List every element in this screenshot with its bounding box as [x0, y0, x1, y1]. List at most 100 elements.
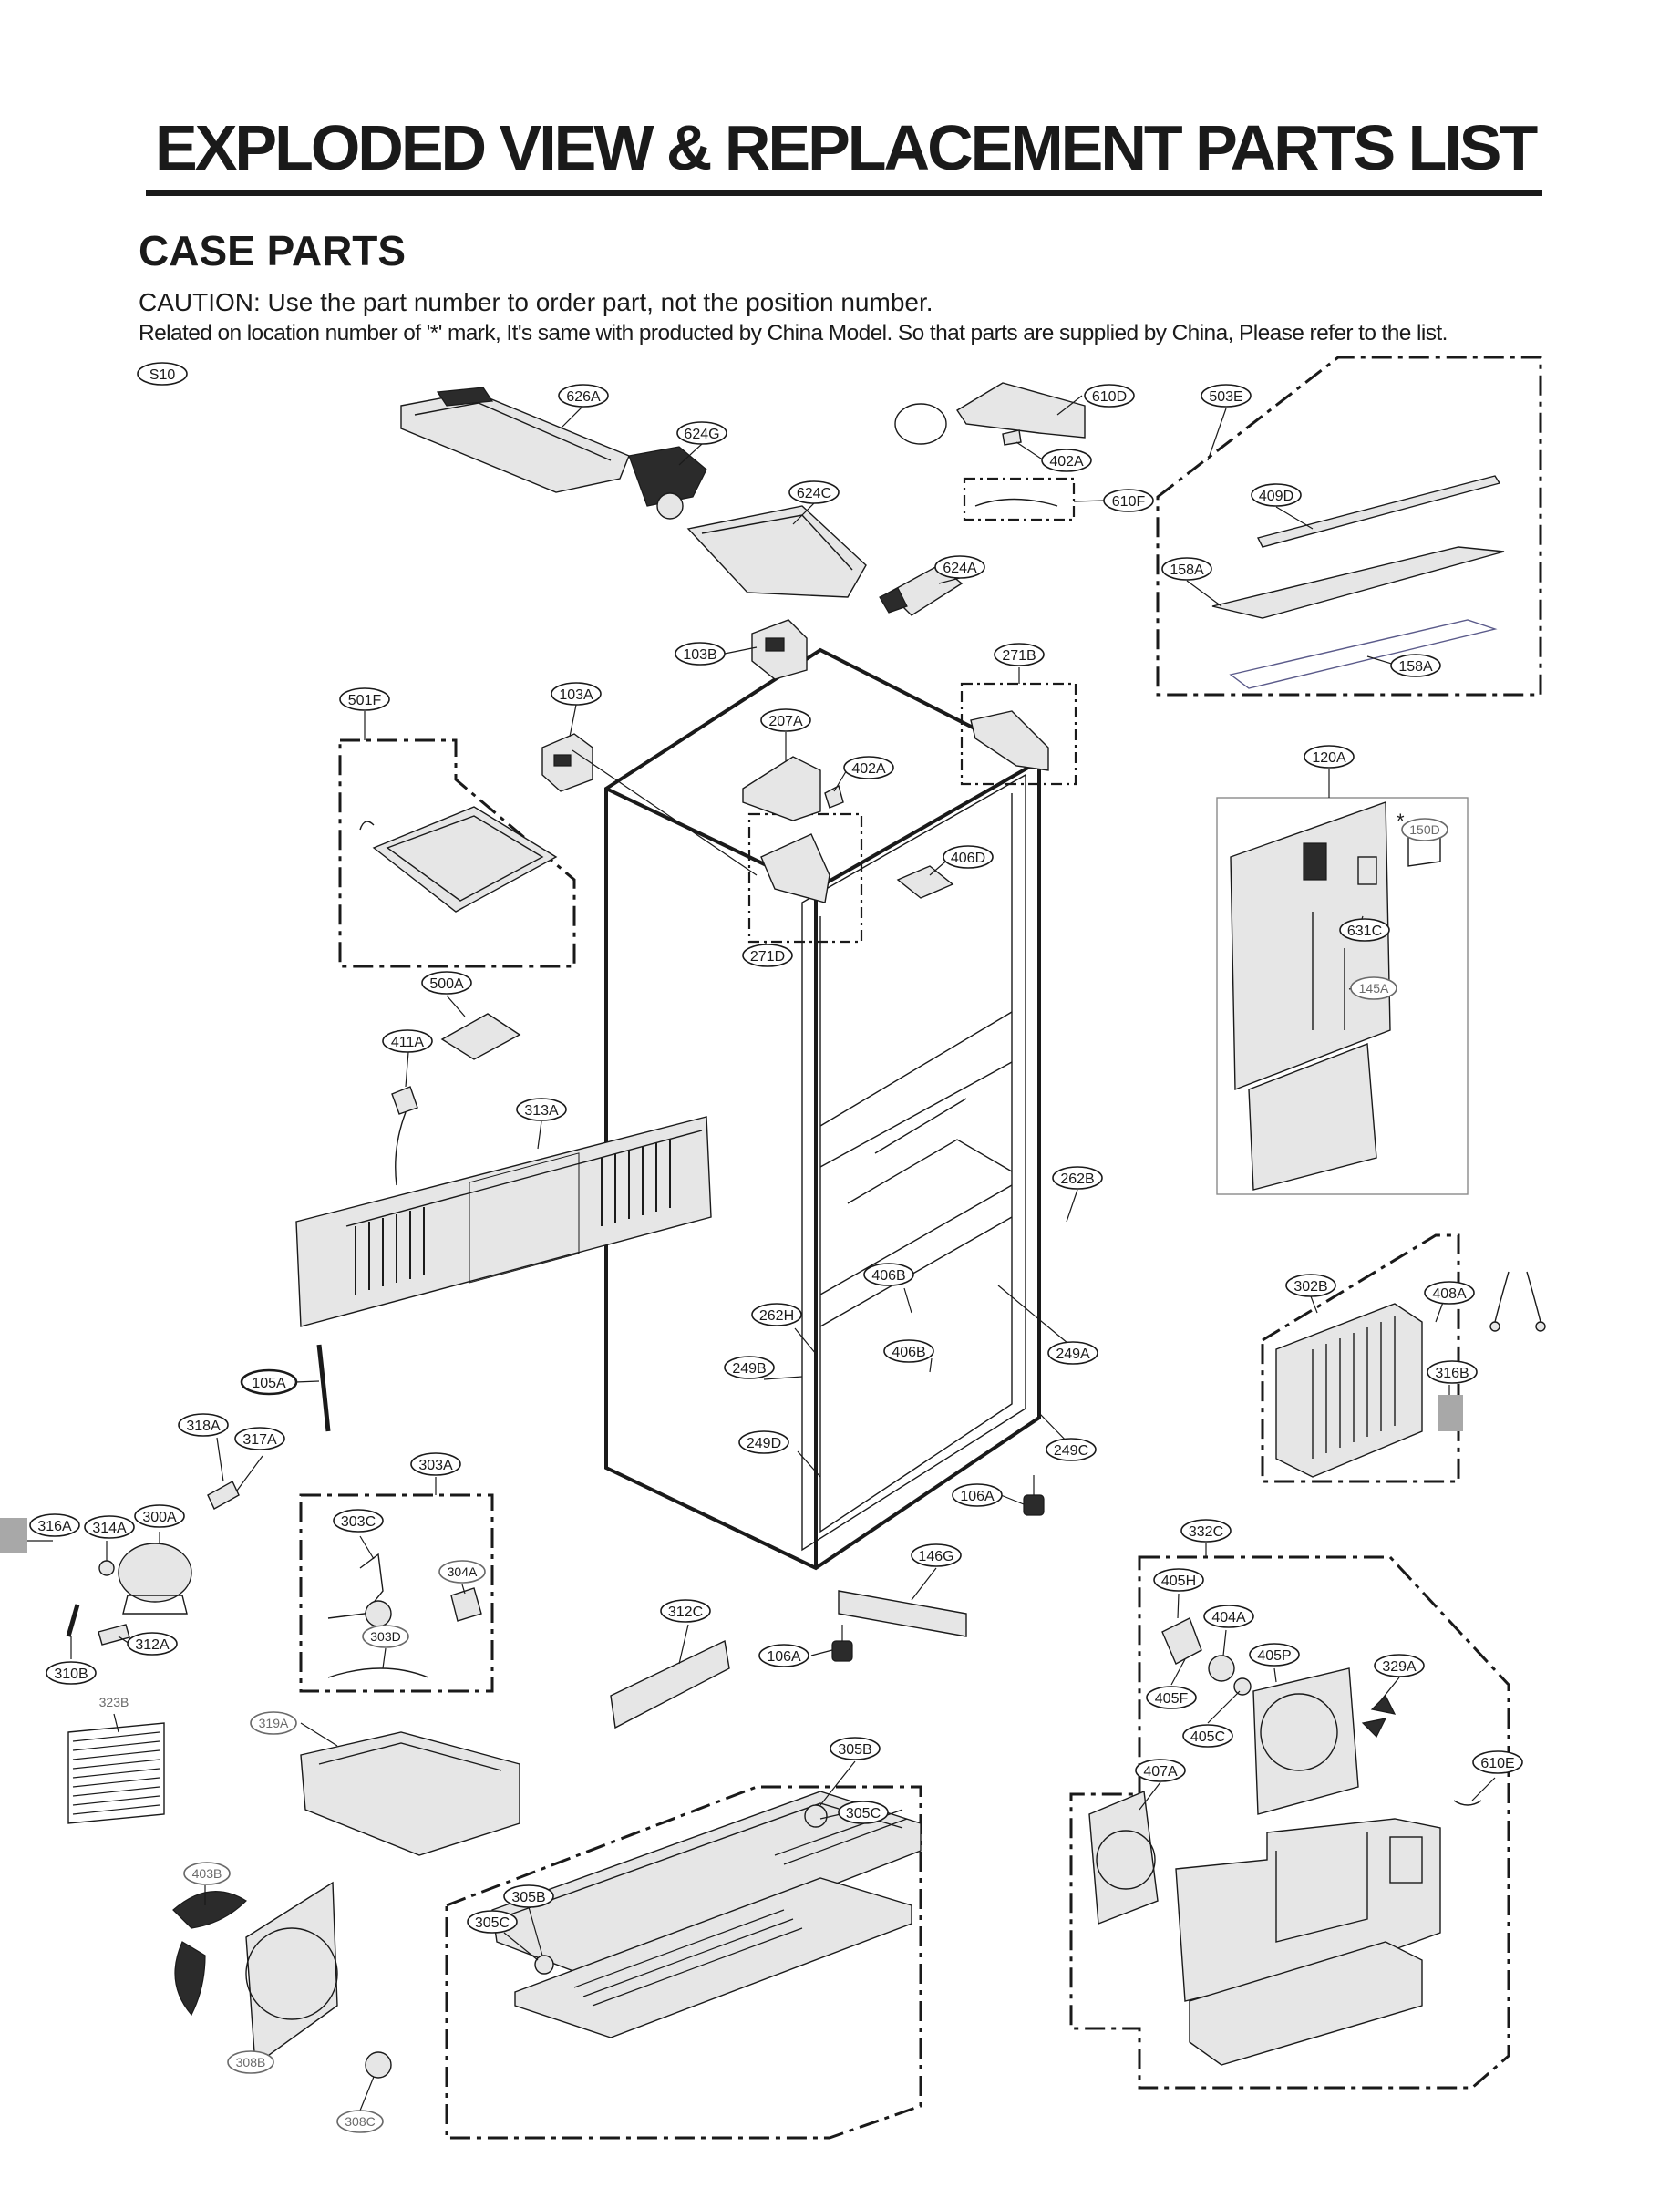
- callout-318a: 318A: [178, 1413, 229, 1437]
- callout-610f: 610F: [1103, 489, 1154, 512]
- callout-146g: 146G: [911, 1543, 962, 1567]
- svg-text:304A: 304A: [448, 1564, 478, 1579]
- svg-text:408A: 408A: [1432, 1286, 1467, 1302]
- callout-249a: 249A: [1047, 1341, 1098, 1365]
- part-610f-harness: [974, 498, 1058, 507]
- svg-text:305B: 305B: [511, 1890, 545, 1905]
- group-outline-271d: [747, 812, 863, 944]
- refrigerator-case: [604, 647, 1041, 1571]
- svg-text:303A: 303A: [418, 1458, 453, 1473]
- part-404a-motor: [1208, 1655, 1235, 1682]
- part-305-base: [491, 1791, 922, 2038]
- callout-120a: 120A: [1304, 745, 1355, 769]
- svg-text:158A: 158A: [1398, 659, 1433, 675]
- svg-text:631C: 631C: [1347, 924, 1382, 939]
- part-610d-box: [894, 382, 1086, 446]
- part-406d-bracket: [896, 865, 954, 899]
- callout-405p: 405P: [1249, 1643, 1300, 1667]
- part-106a-leveler-lower: [831, 1625, 853, 1662]
- callout-305b-2: 305B: [503, 1884, 554, 1908]
- group-outline-303a: [299, 1493, 494, 1693]
- callout-158a-1: 158A: [1161, 557, 1212, 581]
- callout-329a: 329A: [1374, 1654, 1425, 1677]
- svg-text:402A: 402A: [1049, 454, 1084, 470]
- callout-207a: 207A: [760, 708, 811, 732]
- callout-312a: 312A: [127, 1632, 178, 1656]
- part-624g-mechanism: [628, 446, 707, 520]
- callout-624g: 624G: [676, 421, 727, 445]
- svg-text:624C: 624C: [797, 486, 831, 501]
- part-624a-filter: [879, 564, 964, 616]
- callout-407a: 407A: [1135, 1759, 1186, 1782]
- part-312a-base: [98, 1624, 130, 1646]
- part-310b-pipe: [66, 1604, 80, 1637]
- svg-text:308C: 308C: [345, 2114, 375, 2129]
- svg-text:312A: 312A: [135, 1637, 170, 1653]
- part-106a-leveler: [1023, 1475, 1045, 1516]
- callout-610e: 610E: [1472, 1750, 1523, 1774]
- callout-503e: 503E: [1201, 384, 1252, 408]
- part-405p-shroud: [1252, 1667, 1359, 1815]
- part-308b-shroud: [245, 1881, 338, 2067]
- svg-text:316A: 316A: [37, 1519, 72, 1534]
- callout-302b: 302B: [1285, 1274, 1336, 1297]
- group-outline-501f: [338, 738, 576, 968]
- section-title: CASE PARTS: [139, 227, 407, 274]
- callout-402a-top: 402A: [1041, 449, 1092, 472]
- callout-106a-1: 106A: [952, 1483, 1003, 1507]
- callout-145a: 145A: [1350, 976, 1397, 1000]
- callout-150d: 150D: [1401, 818, 1448, 841]
- svg-text:150D: 150D: [1409, 822, 1439, 837]
- callout-103b: 103B: [675, 642, 726, 666]
- callout-249c: 249C: [1046, 1438, 1097, 1461]
- svg-text:271D: 271D: [750, 949, 785, 965]
- callout-305c-2: 305C: [467, 1910, 518, 1934]
- callout-106a-2: 106A: [758, 1644, 809, 1667]
- callout-405f: 405F: [1146, 1686, 1197, 1709]
- svg-text:308B: 308B: [236, 2055, 266, 2069]
- callout-303c: 303C: [333, 1509, 384, 1533]
- svg-text:403B: 403B: [192, 1866, 222, 1881]
- part-316a-pad: [0, 1518, 27, 1553]
- svg-text:409D: 409D: [1259, 489, 1293, 504]
- callout-319a: 319A: [250, 1711, 297, 1735]
- svg-text:314A: 314A: [92, 1521, 127, 1536]
- callout-103a: 103A: [551, 682, 602, 706]
- part-323b-condenser: [67, 1722, 165, 1824]
- svg-text:305B: 305B: [838, 1742, 871, 1758]
- svg-text:411A: 411A: [391, 1035, 425, 1050]
- svg-text:300A: 300A: [142, 1510, 177, 1525]
- group-outline-332c: [1069, 1555, 1510, 2090]
- svg-text:503E: 503E: [1209, 389, 1242, 405]
- part-500a-board: [440, 1013, 521, 1060]
- callout-332c: 332C: [1180, 1519, 1232, 1543]
- svg-text:120A: 120A: [1312, 750, 1346, 766]
- callout-406b-1: 406B: [863, 1263, 914, 1286]
- callout-316a: 316A: [29, 1513, 80, 1537]
- callout-624a: 624A: [934, 555, 985, 579]
- part-409d-rail: [1256, 475, 1501, 548]
- part-120a-panel: [1216, 797, 1469, 1195]
- svg-text:406B: 406B: [871, 1268, 905, 1284]
- callout-262h: 262H: [751, 1303, 802, 1326]
- callout-626a: 626A: [558, 384, 609, 408]
- svg-text:500A: 500A: [429, 976, 464, 992]
- part-407a-shroud: [1088, 1790, 1159, 1925]
- svg-text:103B: 103B: [683, 647, 716, 663]
- callout-262b: 262B: [1052, 1166, 1103, 1190]
- svg-text:402A: 402A: [851, 761, 886, 777]
- svg-text:332C: 332C: [1189, 1524, 1223, 1540]
- part-314a-grommet: [98, 1560, 115, 1576]
- callout-404a: 404A: [1203, 1605, 1254, 1628]
- svg-text:305C: 305C: [475, 1915, 510, 1931]
- svg-text:271B: 271B: [1002, 648, 1036, 664]
- callout-403b: 403B: [183, 1862, 231, 1885]
- part-103a-bracket: [541, 733, 593, 792]
- part-103b-bracket: [751, 619, 808, 680]
- callout-300a: 300A: [134, 1504, 185, 1528]
- svg-text:624A: 624A: [943, 561, 977, 576]
- callout-249b: 249B: [724, 1356, 775, 1379]
- part-501f-tray: [359, 806, 558, 913]
- group-outline-503e: [1156, 356, 1542, 697]
- svg-text:103A: 103A: [559, 687, 593, 703]
